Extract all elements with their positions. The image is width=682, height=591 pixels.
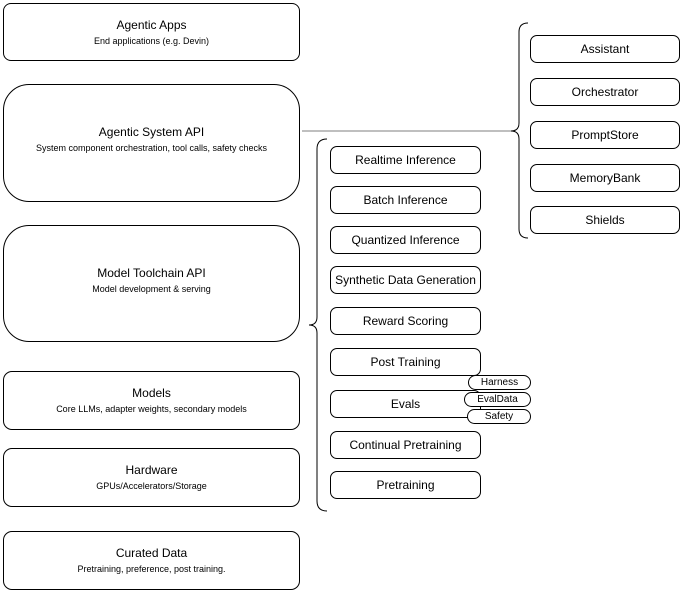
node-subtitle: GPUs/Accelerators/Storage: [96, 481, 207, 491]
node-continual-pretraining: Continual Pretraining: [330, 431, 481, 459]
node-title: Hardware: [125, 463, 178, 477]
node-evals: Evals: [330, 390, 481, 418]
node-label: MemoryBank: [569, 171, 641, 185]
node-models: Models Core LLMs, adapter weights, secon…: [3, 371, 300, 430]
node-label: Synthetic Data Generation: [335, 273, 476, 287]
node-assistant: Assistant: [530, 35, 680, 63]
node-label: Pretraining: [376, 478, 435, 492]
node-title: Model Toolchain API: [97, 265, 206, 280]
node-hardware: Hardware GPUs/Accelerators/Storage: [3, 448, 300, 507]
node-curated-data: Curated Data Pretraining, preference, po…: [3, 531, 300, 590]
tag-label: EvalData: [477, 394, 518, 405]
node-subtitle: Pretraining, preference, post training.: [77, 564, 226, 574]
node-shields: Shields: [530, 206, 680, 234]
tag-harness: Harness: [468, 375, 531, 390]
node-pretraining: Pretraining: [330, 471, 481, 499]
node-label: Realtime Inference: [355, 153, 456, 167]
node-label: Reward Scoring: [362, 314, 449, 328]
tag-label: Safety: [484, 411, 514, 422]
node-subtitle: System component orchestration, tool cal…: [35, 143, 268, 153]
node-title: Agentic Apps: [116, 17, 187, 32]
node-title: Models: [132, 386, 171, 400]
node-subtitle: Core LLMs, adapter weights, secondary mo…: [56, 404, 247, 414]
node-label: Continual Pretraining: [349, 438, 462, 452]
node-label: Batch Inference: [363, 193, 448, 207]
node-label: Orchestrator: [571, 85, 639, 99]
node-post-training: Post Training: [330, 348, 481, 376]
node-subtitle: End applications (e.g. Devin): [93, 35, 210, 46]
node-agentic-apps: Agentic Apps End applications (e.g. Devi…: [3, 3, 300, 61]
node-promptstore: PromptStore: [530, 121, 680, 149]
system-components-brace: [510, 22, 529, 239]
node-label: Quantized Inference: [351, 233, 460, 247]
tag-safety: Safety: [467, 409, 531, 424]
node-batch-inference: Batch Inference: [330, 186, 481, 214]
node-label: Post Training: [370, 355, 441, 369]
node-reward-scoring: Reward Scoring: [330, 307, 481, 335]
tag-evaldata: EvalData: [464, 392, 531, 407]
node-model-toolchain-api: Model Toolchain API Model development & …: [3, 225, 300, 342]
node-subtitle: Model development & serving: [92, 283, 211, 294]
node-label: Evals: [390, 397, 421, 411]
node-synthetic-data-generation: Synthetic Data Generation: [330, 266, 481, 294]
node-label: PromptStore: [571, 128, 639, 142]
node-memorybank: MemoryBank: [530, 164, 680, 192]
node-realtime-inference: Realtime Inference: [330, 146, 481, 174]
node-quantized-inference: Quantized Inference: [330, 226, 481, 254]
node-orchestrator: Orchestrator: [530, 78, 680, 106]
tag-label: Harness: [480, 377, 519, 388]
node-title: Curated Data: [115, 546, 188, 560]
node-label: Shields: [585, 213, 625, 227]
node-agentic-system-api: Agentic System API System component orch…: [3, 84, 300, 202]
node-label: Assistant: [580, 42, 630, 56]
node-title: Agentic System API: [98, 125, 205, 139]
toolchain-brace: [308, 138, 328, 512]
